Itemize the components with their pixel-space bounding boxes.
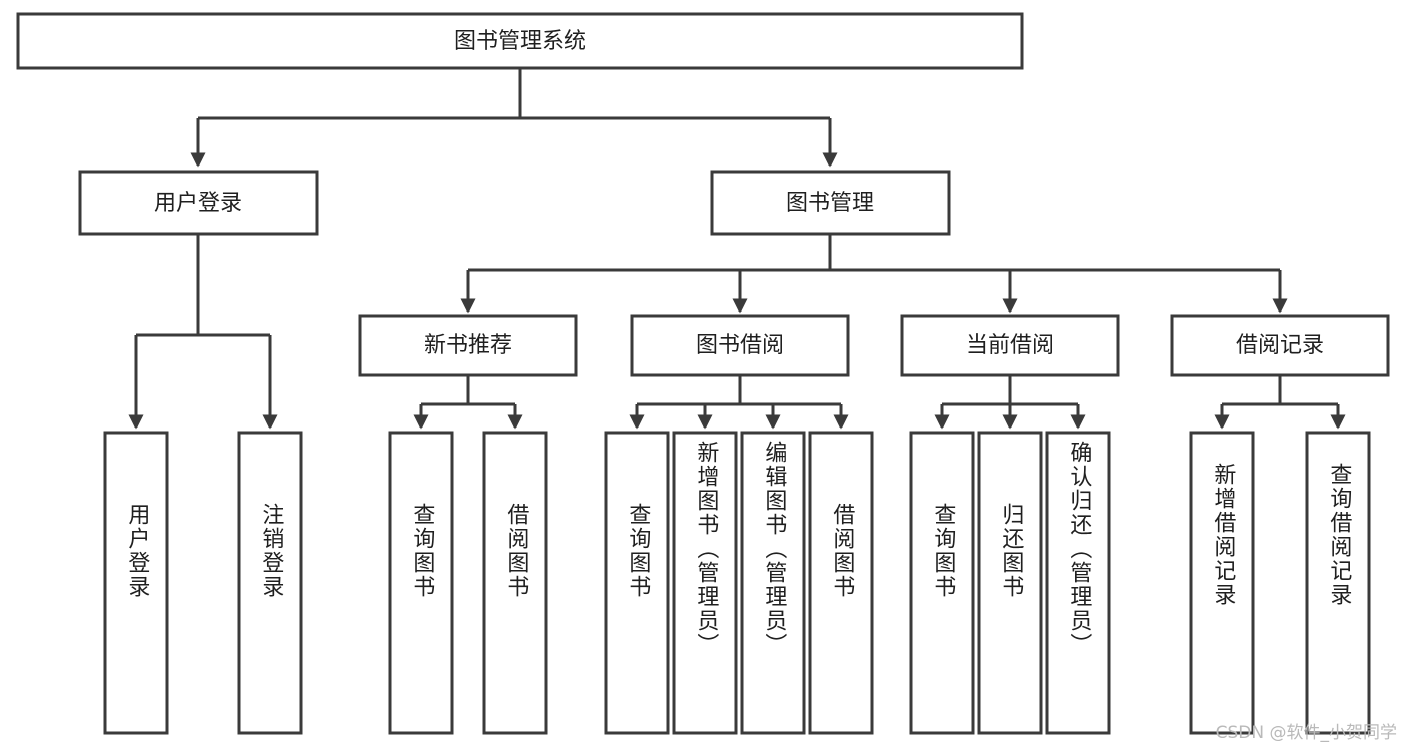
connector-current-to-leaves: [934, 375, 1086, 430]
leaf-box[interactable]: [482, 431, 548, 735]
leaf-boxes: [103, 431, 1371, 735]
node-current-borrow[interactable]: 当前借阅: [900, 314, 1120, 377]
node-book-management-label: 图书管理: [786, 191, 874, 216]
node-root[interactable]: 图书管理系统: [16, 12, 1024, 70]
node-user-login[interactable]: 用户登录: [78, 170, 319, 236]
leaf-box[interactable]: [388, 431, 454, 735]
leaf-box[interactable]: [672, 431, 738, 735]
leaf-box[interactable]: [1305, 431, 1371, 735]
watermark: CSDN @软件_小贺同学: [1215, 723, 1397, 743]
leaf-box[interactable]: [103, 431, 169, 735]
node-book-borrow[interactable]: 图书借阅: [630, 314, 850, 377]
connector-newbook-to-leaves: [413, 375, 523, 430]
connector-bookmgmt-to-level2: [460, 234, 1288, 314]
node-book-management[interactable]: 图书管理: [710, 170, 951, 236]
connector-borrow-to-leaves: [629, 375, 849, 430]
leaf-box[interactable]: [909, 431, 975, 735]
node-borrow-record-label: 借阅记录: [1236, 333, 1324, 358]
leaf-box[interactable]: [1189, 431, 1255, 735]
connector-userlogin-to-leaves: [128, 234, 278, 430]
node-borrow-record[interactable]: 借阅记录: [1170, 314, 1390, 377]
node-new-book-recommend[interactable]: 新书推荐: [358, 314, 578, 377]
leaf-box[interactable]: [740, 431, 806, 735]
connector-record-to-leaves: [1214, 375, 1346, 430]
leaf-box[interactable]: [808, 431, 874, 735]
connector-root-to-level1: [190, 68, 838, 168]
node-book-borrow-label: 图书借阅: [696, 333, 784, 358]
leaf-box[interactable]: [604, 431, 670, 735]
node-user-login-label: 用户登录: [154, 191, 242, 216]
node-root-label: 图书管理系统: [454, 29, 586, 54]
leaf-box[interactable]: [1045, 431, 1111, 735]
node-current-borrow-label: 当前借阅: [966, 333, 1054, 358]
leaf-box[interactable]: [977, 431, 1043, 735]
node-new-book-recommend-label: 新书推荐: [424, 333, 512, 358]
leaf-box[interactable]: [237, 431, 303, 735]
